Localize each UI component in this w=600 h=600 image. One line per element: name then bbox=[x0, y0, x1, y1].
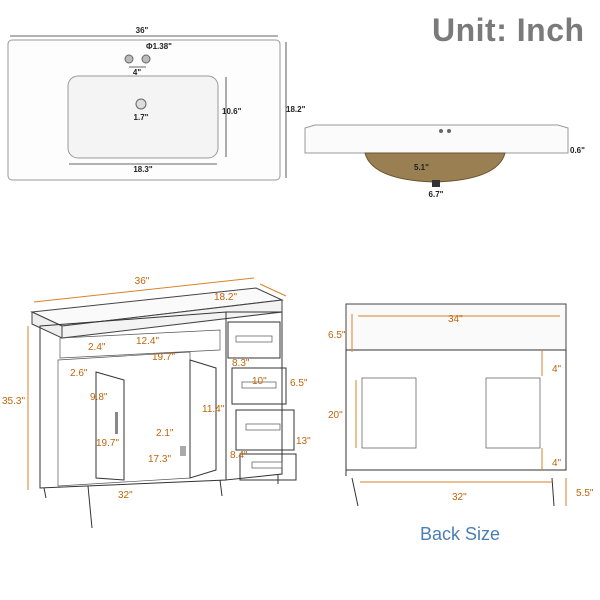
drawer-depth-label: 6.5" bbox=[290, 378, 308, 389]
basin-outline bbox=[67, 75, 219, 159]
sink-depth-label: 18.2" bbox=[286, 105, 306, 114]
side-hole-2 bbox=[447, 129, 451, 133]
drain-hole bbox=[135, 98, 147, 110]
basin-bowl bbox=[364, 152, 506, 183]
top-drawer-width-label: 12.4" bbox=[136, 336, 159, 347]
back-top-width-label: 34" bbox=[448, 314, 463, 325]
back-panel-left bbox=[361, 377, 417, 449]
drain-pipe bbox=[432, 180, 440, 187]
front-base-width-label: 32" bbox=[118, 490, 133, 501]
back-top bbox=[345, 303, 567, 351]
top-drawer-height-label: 2.4" bbox=[88, 342, 106, 353]
door-handle bbox=[115, 412, 118, 434]
hinge bbox=[180, 446, 186, 456]
cabinet-inner-width-label: 17.3" bbox=[148, 454, 171, 465]
leg-front-left bbox=[43, 487, 47, 499]
basin-width-label: 18.3" bbox=[133, 165, 153, 174]
back-top-height-label: 6.5" bbox=[328, 330, 346, 341]
drawer-stack-height-label: 13" bbox=[296, 436, 311, 447]
unit-title: Unit: Inch bbox=[432, 12, 585, 48]
drawer-1 bbox=[227, 321, 281, 359]
front-width-line bbox=[33, 277, 255, 303]
drawer-4 bbox=[239, 453, 297, 481]
side-hole-1 bbox=[439, 129, 443, 133]
drawer-inner-depth-label: 11.4" bbox=[202, 404, 225, 415]
drain-label: 1.7" bbox=[134, 113, 149, 122]
back-size-label: Back Size bbox=[420, 524, 501, 544]
back-gap-bottom-label: 4" bbox=[552, 458, 562, 469]
back-cabinet-height-label: 20" bbox=[328, 410, 343, 421]
drawer-3-handle bbox=[245, 423, 281, 431]
small-drawer-height-label: 8.3" bbox=[232, 358, 250, 369]
front-depth-label: 18.2" bbox=[214, 292, 237, 303]
bottom-drawer-label: 8.4" bbox=[230, 450, 248, 461]
drawer-1-handle bbox=[235, 335, 273, 343]
drawer-2 bbox=[231, 367, 287, 405]
drawer-4-handle bbox=[251, 461, 283, 469]
leg-front-right bbox=[219, 479, 223, 497]
cabinet-height-label: 19.7" bbox=[96, 438, 119, 449]
cabinet-depth-label: 9.8" bbox=[90, 392, 108, 403]
top-drawer-opening bbox=[59, 329, 221, 359]
sink-width-label: 36" bbox=[136, 26, 149, 35]
cabinet-body-left bbox=[39, 311, 227, 489]
drawer-2-handle bbox=[241, 381, 277, 389]
drawer-3 bbox=[235, 409, 295, 451]
leg-front-mid bbox=[87, 485, 93, 529]
front-width-label: 36" bbox=[135, 276, 150, 287]
front-height-label: 35.3" bbox=[2, 396, 25, 407]
small-drawer-width-label: 10" bbox=[252, 376, 267, 387]
side-gap-label: 2.6" bbox=[70, 368, 88, 379]
back-leg-left bbox=[351, 477, 359, 507]
sink-top-view: 36" Φ1.38" 4" 1.7" 10.6" 18.2" 18.3" bbox=[7, 26, 306, 181]
faucet-hole-right bbox=[141, 54, 151, 64]
right-door bbox=[189, 359, 217, 479]
cabinet-body-right bbox=[225, 311, 283, 481]
back-gap-top-label: 4" bbox=[552, 364, 562, 375]
hole-spacing-label: 4" bbox=[133, 68, 141, 77]
back-leg-right bbox=[551, 477, 555, 507]
back-cabinet bbox=[345, 349, 567, 471]
vanity-back-view: 34" 6.5" 4" 20" 4" 32" 5.5" bbox=[328, 303, 594, 507]
basin-depth-label: 10.6" bbox=[222, 107, 242, 116]
vanity-front-view: 36" 18.2" 35.3" 2.4" 12.4" 19.7" 2.6" 8.… bbox=[2, 276, 311, 529]
back-base-width-label: 32" bbox=[452, 492, 467, 503]
left-door bbox=[95, 371, 125, 481]
back-panel-right bbox=[485, 377, 541, 449]
top-drawer-inner-label: 19.7" bbox=[152, 352, 175, 363]
faucet-hole-left bbox=[124, 54, 134, 64]
drain-width-label: 6.7" bbox=[429, 190, 444, 199]
back-leg-height-label: 5.5" bbox=[576, 488, 594, 499]
shelf-gap-label: 2.1" bbox=[156, 428, 174, 439]
hole-diameter-label: Φ1.38" bbox=[146, 42, 172, 51]
front-depth-line bbox=[259, 283, 287, 297]
basin-height-label: 5.1" bbox=[414, 163, 429, 172]
sink-side-view: 0.6" 5.1" 6.7" bbox=[304, 124, 585, 199]
sink-profile bbox=[304, 124, 569, 154]
thickness-label: 0.6" bbox=[570, 146, 585, 155]
